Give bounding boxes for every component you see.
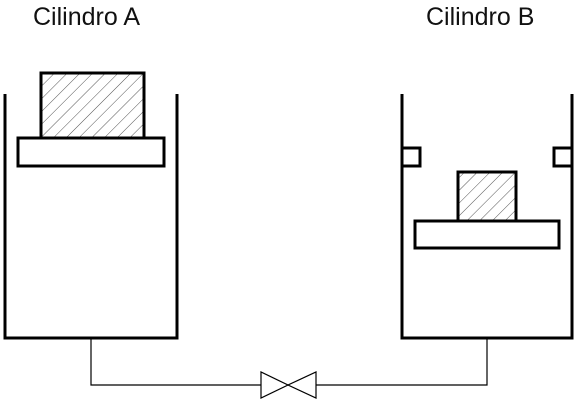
connecting-pipe [90, 338, 488, 386]
valve-icon[interactable] [260, 371, 317, 399]
cylinder-a-piston [16, 136, 166, 168]
pipe-right-segment [316, 338, 488, 386]
cylinder-a [3, 71, 179, 340]
cylinder-b-stop-right [552, 146, 574, 168]
cylinder-b [400, 94, 574, 340]
cylinder-a-label: Cilindro A [33, 3, 140, 31]
cylinder-b-stop-left [400, 146, 422, 168]
valve-right-triangle [286, 371, 317, 399]
cylinder-b-weight [456, 170, 518, 223]
cylinder-b-label: Cilindro B [426, 3, 535, 31]
valve-left-triangle [260, 371, 290, 399]
cylinder-a-weight [39, 71, 146, 140]
cylinder-b-piston [413, 219, 561, 250]
pipe-left-segment [90, 338, 261, 386]
